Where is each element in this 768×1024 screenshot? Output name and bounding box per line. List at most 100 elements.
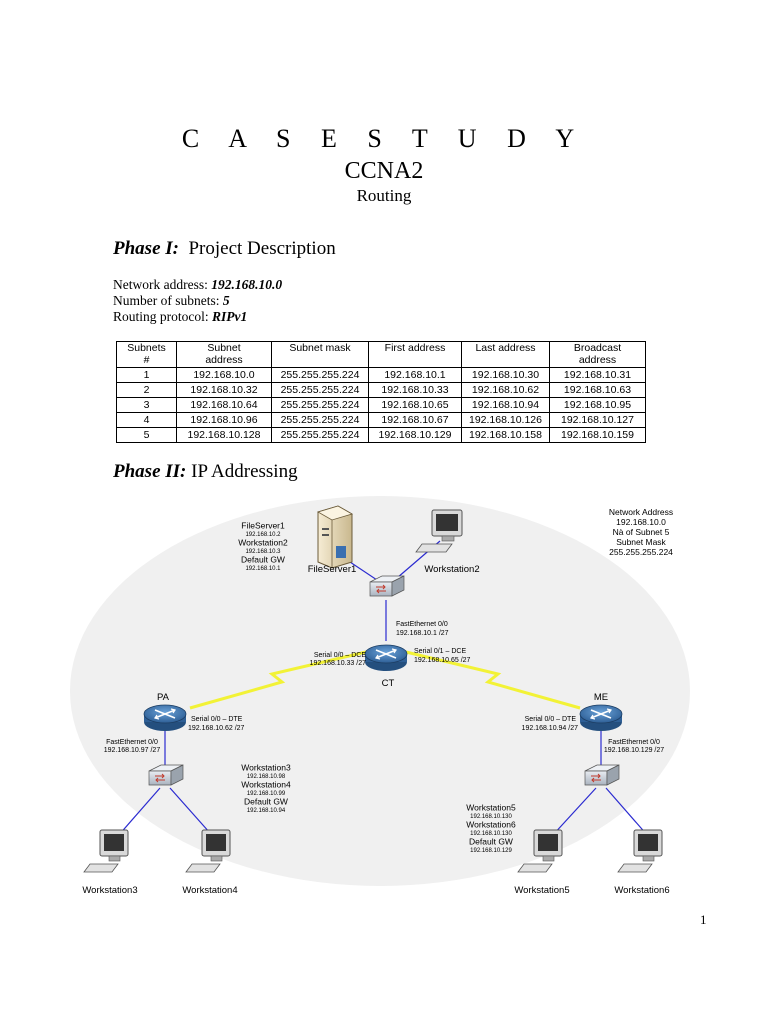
me-label: ME — [594, 692, 608, 703]
table-cell: 192.168.10.129 — [368, 427, 462, 443]
ct-serial01-label: Serial 0/1 – DCE — [414, 648, 466, 655]
info-line: 192.168.10.2 — [245, 532, 281, 538]
info-line: Subnet Mask — [616, 537, 666, 547]
table-cell: 192.168.10.1 — [368, 367, 462, 383]
switch-pa-icon — [148, 764, 184, 786]
table-cell: 255.255.255.224 — [271, 397, 369, 413]
workstation5-icon — [517, 829, 563, 873]
table-cell: 192.168.10.126 — [461, 412, 550, 428]
diagram-background — [70, 496, 690, 886]
phase1-label: Phase I: — [113, 238, 179, 259]
serial-link-ct-me — [405, 650, 581, 710]
table-cell: 192.168.10.32 — [176, 382, 272, 398]
subnet-table-header-cell: Subnet mask — [271, 341, 369, 368]
ct-label: CT — [382, 678, 395, 689]
table-cell: 192.168.10.128 — [176, 427, 272, 443]
phase2-title: IP Addressing — [191, 461, 298, 482]
info-line: 255.255.255.224 — [609, 547, 673, 557]
subnet-table-header-cell: First address — [368, 341, 462, 368]
router-ct-icon — [364, 644, 408, 671]
table-cell: 192.168.10.64 — [176, 397, 272, 413]
workstation5-label: Workstation5 — [514, 885, 569, 896]
phase1-title: Project Description — [188, 238, 336, 259]
serial-link-ct-pa — [189, 650, 367, 710]
info-line: Network Address — [609, 507, 673, 517]
phase2-label: Phase II: — [113, 461, 187, 482]
me-fastethernet-label: FastEthernet 0/0 — [608, 739, 660, 746]
link-switch-workstation4 — [169, 787, 211, 834]
routing-protocol-line: Routing protocol: RIPv1 — [113, 309, 247, 325]
info-line: 192.168.10.129 — [470, 848, 512, 854]
info-line: Default GW — [244, 797, 288, 807]
router-pa-icon — [143, 704, 187, 731]
link-switch-workstation6 — [605, 787, 649, 837]
routing-protocol-label: Routing protocol: — [113, 309, 212, 324]
workstation4-icon — [185, 829, 231, 873]
table-cell: 5 — [116, 427, 177, 443]
ct-serial01-ip: 192.168.10.65 /27 — [414, 657, 471, 664]
course-title: CCNA2 — [344, 158, 424, 184]
info-line: 192.168.10.130 — [470, 831, 512, 837]
me-lan-info-block: Workstation5192.168.10.130Workstation619… — [466, 803, 516, 855]
table-cell: 255.255.255.224 — [271, 382, 369, 398]
router-me-icon — [579, 704, 623, 731]
table-cell: 192.168.10.94 — [461, 397, 550, 413]
table-cell: 192.168.10.127 — [549, 412, 646, 428]
me-fastethernet-ip: 192.168.10.129 /27 — [604, 747, 664, 754]
table-cell: 192.168.10.63 — [549, 382, 646, 398]
table-cell: 255.255.255.224 — [271, 427, 369, 443]
info-line: Default GW — [241, 555, 285, 565]
pa-serial-ip: 192.168.10.62 /27 — [188, 725, 245, 732]
table-cell: 192.168.10.31 — [549, 367, 646, 383]
info-line: Workstation3 — [241, 763, 291, 773]
table-cell: 192.168.10.30 — [461, 367, 550, 383]
me-serial-ip: 192.168.10.94 /27 — [522, 725, 579, 732]
network-address-line: Network address: 192.168.10.0 — [113, 277, 282, 293]
subnet-count-value: 5 — [222, 293, 230, 308]
network-topology-diagram: FileServer1 Workstation2 CT PA ME Workst… — [70, 496, 690, 901]
table-cell: 255.255.255.224 — [271, 412, 369, 428]
info-line: 192.168.10.94 — [247, 808, 286, 814]
phase2-heading: Phase II: IP Addressing — [113, 461, 298, 483]
phase1-heading: Phase I: Project Description — [113, 238, 336, 260]
info-line: Workstation5 — [466, 803, 516, 813]
info-line: Workstation2 — [238, 538, 288, 548]
subnet-count-line: Number of subnets: 5 — [113, 293, 230, 309]
workstation6-label: Workstation6 — [614, 885, 669, 896]
table-cell: 192.168.10.62 — [461, 382, 550, 398]
table-cell: 2 — [116, 382, 177, 398]
table-cell: 4 — [116, 412, 177, 428]
info-line: 192.168.10.98 — [247, 774, 286, 780]
table-cell: 192.168.10.65 — [368, 397, 462, 413]
table-cell: 192.168.10.95 — [549, 397, 646, 413]
switch-top-icon — [369, 575, 405, 597]
table-cell: 192.168.10.96 — [176, 412, 272, 428]
pa-serial-label: Serial 0/0 – DTE — [191, 716, 243, 723]
info-line: 192.168.10.130 — [470, 814, 512, 820]
switch-me-icon — [584, 764, 620, 786]
link-switch-workstation3 — [117, 787, 161, 837]
workstation2-label: Workstation2 — [424, 564, 479, 575]
page-number: 1 — [700, 912, 707, 927]
subtitle: Routing — [356, 186, 412, 205]
table-cell: 192.168.10.0 — [176, 367, 272, 383]
subnet-table-header-cell: Subnets# — [116, 341, 177, 368]
workstation2-icon — [415, 509, 463, 553]
info-line: FileServer1 — [241, 521, 285, 531]
table-cell: 192.168.10.159 — [549, 427, 646, 443]
info-line: 192.168.10.3 — [245, 549, 281, 555]
table-cell: 192.168.10.33 — [368, 382, 462, 398]
info-line: Workstation4 — [241, 780, 291, 790]
info-line: Default GW — [469, 837, 513, 847]
routing-protocol-value: RIPv1 — [212, 309, 248, 324]
network-address-label: Network address: — [113, 277, 212, 292]
ct-serial00-label: Serial 0/0 – DCE — [314, 652, 366, 659]
